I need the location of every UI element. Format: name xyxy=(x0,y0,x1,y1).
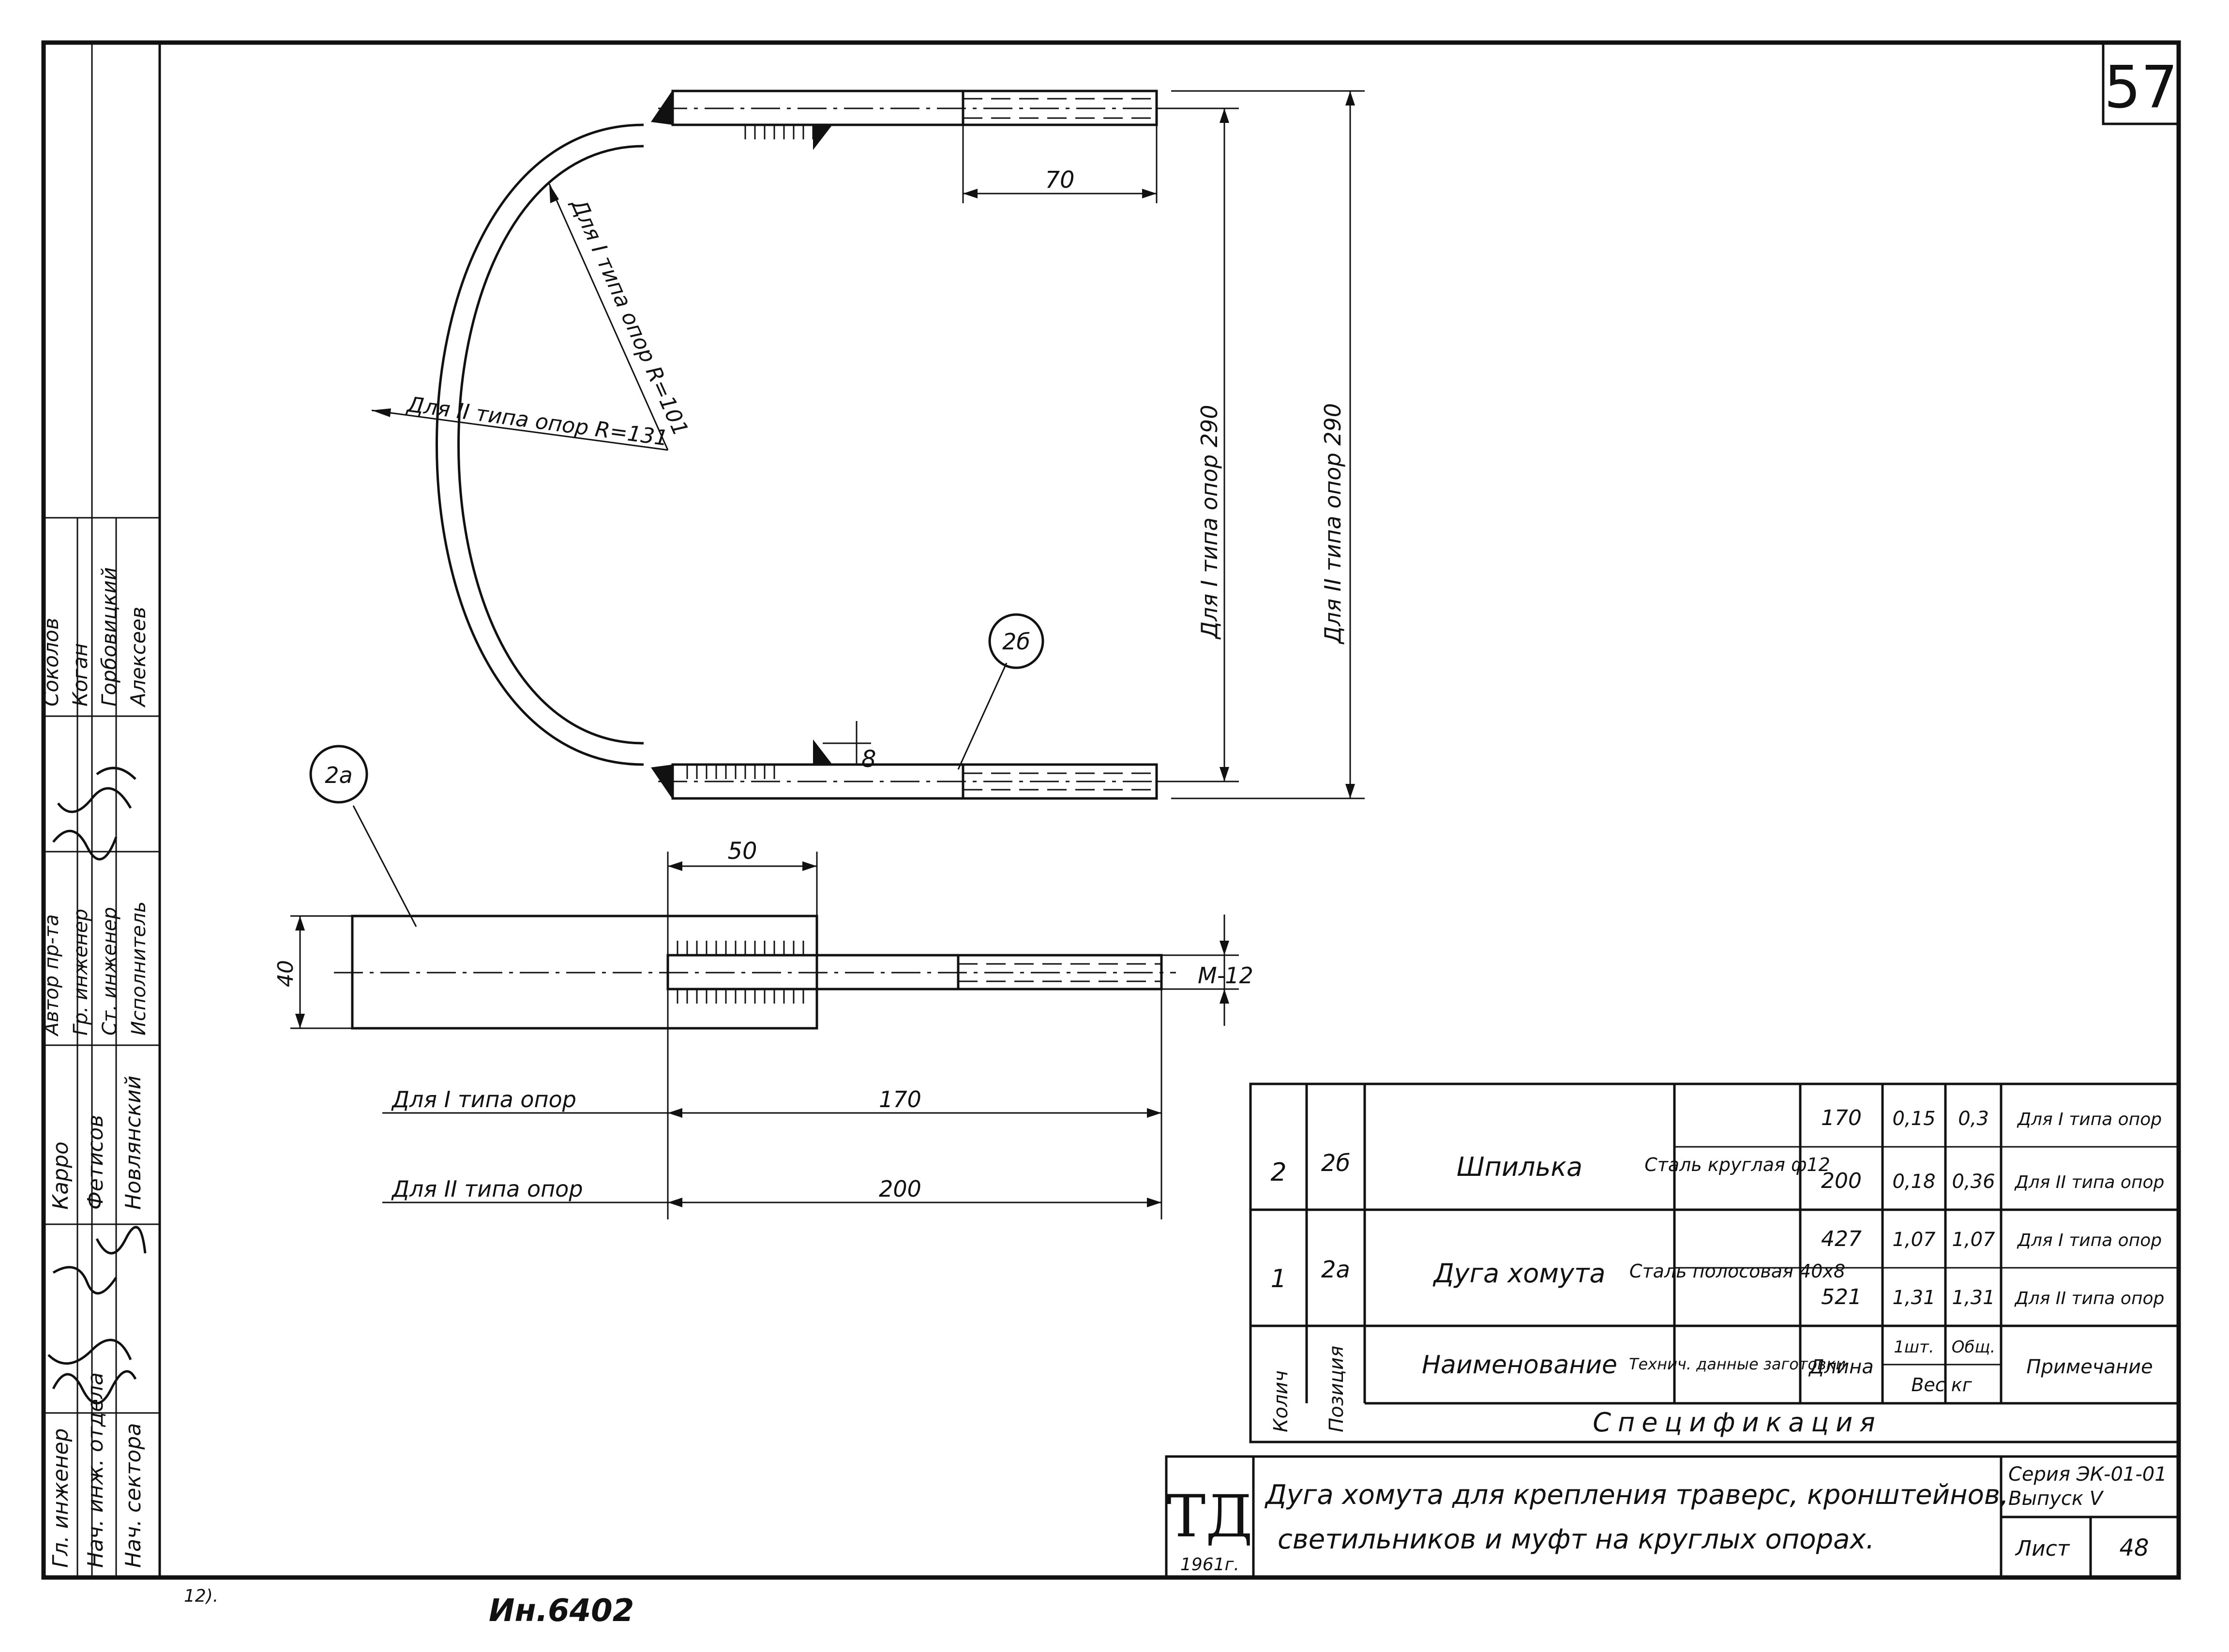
spec-row2b-length: 521 xyxy=(1821,1285,1862,1309)
stamp-role-group-engineer: Гр. инженер xyxy=(70,909,92,1036)
signature-1 xyxy=(47,1338,137,1405)
corner-mark: 12). xyxy=(184,1586,218,1606)
spec-row1b-length: 200 xyxy=(1821,1169,1862,1193)
callout-2a-circle xyxy=(309,745,368,804)
stamp-role-sector-head: Нач. сектора xyxy=(121,1423,146,1568)
stamp-name-fetisov: Фетисов xyxy=(83,1115,108,1210)
sheet-number-box xyxy=(2102,41,2180,125)
clamp-arc-outer xyxy=(436,123,644,766)
dim-height-type1: Для I типа опор 290 xyxy=(1196,405,1222,640)
spec-row1a-length: 170 xyxy=(1821,1106,1862,1130)
stamp-role-dept-head: Нач. инж. отдела xyxy=(83,1372,108,1568)
weld-top-2 xyxy=(813,125,832,150)
spec-row1a-note: Для I типа опор xyxy=(2017,1110,2162,1129)
spec-row2b-unit: 1,31 xyxy=(1892,1287,1935,1309)
spec-header-w-total: Общ. xyxy=(1952,1337,1996,1357)
spec-table-title: Спецификация xyxy=(1593,1407,1882,1438)
signature-2 xyxy=(52,1226,147,1295)
spec-row2-name: Дуга хомута xyxy=(1432,1258,1605,1289)
spec-header-pos: Позиция xyxy=(1325,1346,1348,1432)
clamp-arc-inner xyxy=(457,145,644,745)
sheet-number: 57 xyxy=(2104,54,2178,121)
spec-header-length: Длина xyxy=(1808,1356,1873,1378)
stamp-name-karro: Карро xyxy=(48,1141,73,1210)
title-description-1: Дуга хомута для крепления траверс, кронш… xyxy=(1264,1479,2009,1511)
spec-header-name: Наименование xyxy=(1422,1351,1617,1380)
stamp-name-kogan: Коган xyxy=(68,643,92,706)
stamp-name-novlyansky: Новлянский xyxy=(121,1076,146,1210)
stamp-name-gorbovitsky: Горбовицкий xyxy=(97,567,121,706)
dim-thread-70: 70 xyxy=(1045,166,1074,194)
spec-row2b-note: Для II типа опор xyxy=(2014,1289,2165,1308)
callout-2b-circle xyxy=(988,613,1044,669)
spec-row2a-total: 1,07 xyxy=(1952,1229,1995,1251)
clamp-arc-view: 70 8 Для I типа опор R=101 Для II типа о… xyxy=(371,90,1365,800)
weld-bottom-2 xyxy=(813,739,832,765)
dim-thickness-8: 8 xyxy=(861,746,876,773)
dim-plate-40: 40 xyxy=(273,960,298,987)
title-year: 1961г. xyxy=(1180,1555,1239,1575)
spec-header-qty: Колич xyxy=(1270,1370,1292,1432)
len-type2-value: 200 xyxy=(879,1176,921,1202)
stamp-role-author: Автор пр-та xyxy=(41,914,63,1037)
dim-radius-type2: Для II типа опор R=131 xyxy=(405,392,670,451)
title-block: ТД 1961г. Дуга хомута для крепления трав… xyxy=(1165,1455,2180,1579)
stamp-role-senior-engineer: Ст. инженер xyxy=(99,907,121,1036)
spec-row2-tech: Сталь полосовая 40х8 xyxy=(1629,1261,1845,1282)
spec-row1a-total: 0,3 xyxy=(1958,1108,1989,1130)
radius-line-type1 xyxy=(548,183,669,451)
spec-row1-qty: 2 xyxy=(1270,1158,1286,1187)
weld-top xyxy=(651,90,673,125)
title-logo: ТД xyxy=(1167,1483,1253,1550)
stamp-name-alekseev: Алексеев xyxy=(126,607,150,708)
spec-row1-tech: Сталь круглая ф12 xyxy=(1644,1154,1830,1175)
dim-radius-type1: Для I типа опор R=101 xyxy=(566,195,693,440)
len-type1-label: Для I типа опор xyxy=(391,1086,576,1112)
spec-row1a-unit: 0,15 xyxy=(1892,1108,1935,1130)
title-sheet-value: 48 xyxy=(2119,1534,2149,1562)
title-sheet-label: Лист xyxy=(2015,1536,2070,1561)
spec-table: 2 2б Шпилька Сталь круглая ф12 170 0,15 … xyxy=(1249,1082,2180,1443)
spec-row2b-total: 1,31 xyxy=(1952,1287,1995,1309)
approval-stamp: Гл. инженер Нач. инж. отдела Нач. сектор… xyxy=(39,517,160,1577)
signature-3 xyxy=(52,766,136,861)
title-description-2: светильников и муфт на круглых опорах. xyxy=(1278,1524,1874,1555)
dim-plate-50: 50 xyxy=(727,838,757,865)
dim-height-type2: Для II типа опор 290 xyxy=(1320,403,1346,645)
inventory-number: Ин.6402 xyxy=(489,1593,634,1629)
spec-row2a-unit: 1,07 xyxy=(1892,1229,1936,1251)
stamp-name-sokolov: Соколов xyxy=(39,618,63,706)
callout-2b: 2б xyxy=(1002,629,1030,655)
spec-row2-qty: 1 xyxy=(1270,1264,1286,1293)
spec-row2-pos: 2а xyxy=(1321,1256,1350,1283)
spec-row1b-note: Для II типа опор xyxy=(2014,1172,2165,1192)
title-issue: Выпуск V xyxy=(2008,1487,2104,1510)
title-series: Серия ЭК-01-01 xyxy=(2008,1463,2167,1486)
callout-2a: 2а xyxy=(325,762,352,788)
len-type1-value: 170 xyxy=(879,1086,921,1112)
radius-line-type2 xyxy=(371,409,668,451)
clamp-side-view: 50 40 М-12 2а Для I типа опор 170 Для II… xyxy=(273,745,1253,1219)
spec-header-note: Примечание xyxy=(2026,1356,2153,1378)
spec-row1-name: Шпилька xyxy=(1457,1152,1582,1182)
spec-row2a-length: 427 xyxy=(1821,1227,1862,1251)
stamp-role-executor: Исполнитель xyxy=(128,901,150,1036)
spec-header-weight: Вес кг xyxy=(1911,1374,1972,1396)
len-type2-label: Для II типа опор xyxy=(391,1176,583,1202)
spec-header-w-unit: 1шт. xyxy=(1894,1337,1934,1357)
spec-row1-pos: 2б xyxy=(1321,1150,1350,1177)
dim-thread-m12: М-12 xyxy=(1198,962,1253,989)
stamp-role-chief-engineer: Гл. инженер xyxy=(48,1428,73,1568)
spec-header-tech: Технич. данные заготовки xyxy=(1629,1355,1846,1373)
spec-row1b-total: 0,36 xyxy=(1952,1171,1995,1193)
spec-row1b-unit: 0,18 xyxy=(1892,1171,1935,1193)
spec-row2a-note: Для I типа опор xyxy=(2017,1231,2162,1250)
sheet-frame xyxy=(41,40,2181,1580)
